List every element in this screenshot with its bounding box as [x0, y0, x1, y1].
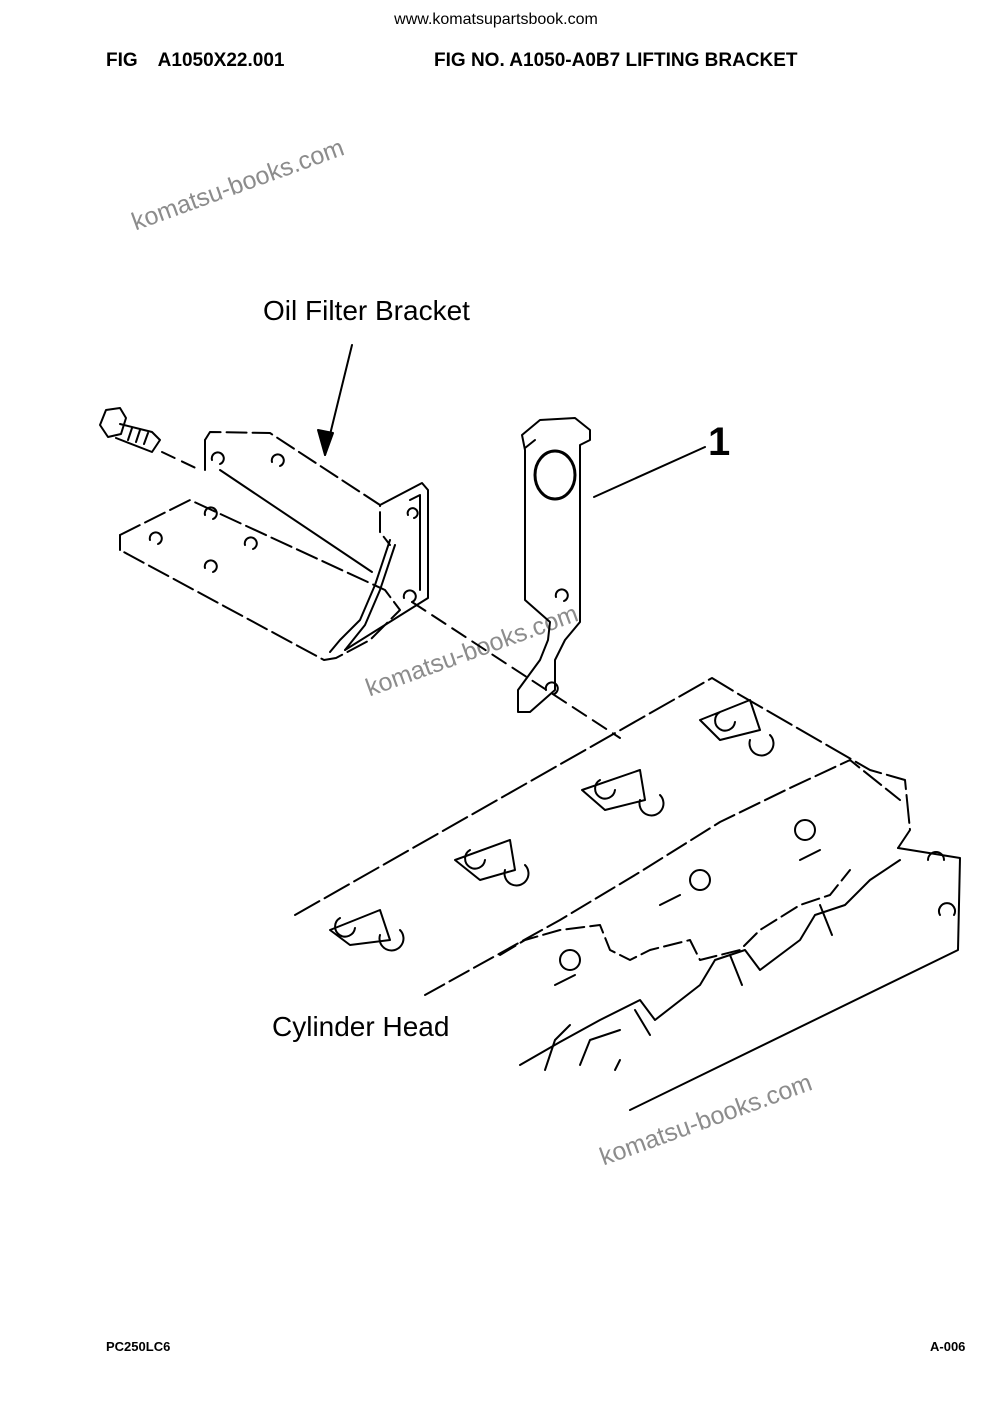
- bolt-icon: [99, 407, 161, 453]
- model-number: PC250LC6: [106, 1339, 171, 1354]
- fig-code: A1050X22.001: [157, 50, 285, 71]
- figure-code: FIG A1050X22.001: [106, 50, 284, 72]
- oil-filter-bracket: [119, 431, 429, 661]
- figure-title: FIG NO. A1050-A0B7 LIFTING BRACKET: [434, 50, 798, 71]
- lifting-bracket: [517, 417, 591, 713]
- page-number: A-006: [930, 1339, 966, 1354]
- cylinder-head: [294, 677, 961, 1111]
- website-url: www.komatsupartsbook.com: [394, 11, 598, 28]
- cylinder-head-label: Cylinder Head: [272, 1011, 449, 1042]
- part-1-leader: [593, 446, 706, 498]
- fig-label: FIG: [106, 50, 138, 71]
- oil-filter-bracket-label: Oil Filter Bracket: [263, 295, 470, 326]
- part-number-1-label: 1: [708, 420, 730, 464]
- mounting-center-line: [411, 601, 621, 739]
- oil-filter-bracket-leader: [317, 344, 353, 456]
- bolt-center-line: [161, 451, 201, 471]
